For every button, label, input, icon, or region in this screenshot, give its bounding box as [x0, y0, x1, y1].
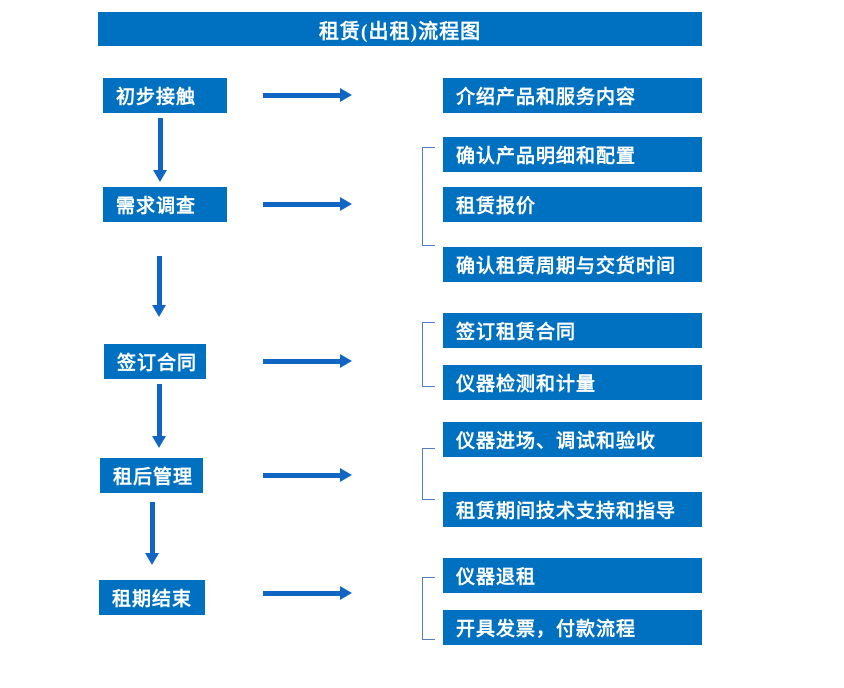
detail-box: 确认租赁周期与交货时间 [443, 247, 702, 282]
detail-box: 租赁期间技术支持和指导 [443, 492, 702, 527]
arrow-down-icon [145, 502, 159, 565]
detail-box: 开具发票，付款流程 [443, 610, 702, 645]
group-bracket [422, 147, 435, 246]
chart-title: 租赁(出租)流程图 [98, 12, 702, 46]
step-rental-end: 租期结束 [99, 580, 205, 615]
detail-box: 租赁报价 [443, 187, 702, 222]
group-bracket [422, 448, 435, 500]
detail-box: 签订租赁合同 [443, 313, 702, 348]
step-demand-survey: 需求调查 [103, 187, 227, 222]
arrow-down-icon [152, 256, 166, 317]
detail-box: 仪器检测和计量 [443, 365, 702, 400]
detail-box: 介绍产品和服务内容 [443, 78, 702, 113]
group-bracket [422, 322, 435, 387]
arrow-right-icon [263, 88, 352, 102]
step-sign-contract: 签订合同 [104, 344, 206, 379]
arrow-right-icon [263, 586, 352, 600]
arrow-right-icon [263, 354, 352, 368]
arrow-down-icon [152, 384, 166, 448]
arrow-right-icon [263, 468, 352, 482]
detail-box: 仪器进场、调试和验收 [443, 422, 702, 457]
group-bracket [422, 577, 435, 640]
arrow-right-icon [263, 197, 352, 211]
step-initial-contact: 初步接触 [103, 78, 227, 113]
step-post-rental-management: 租后管理 [100, 458, 203, 493]
detail-box: 仪器退租 [443, 558, 702, 593]
arrow-down-icon [153, 118, 167, 182]
detail-box: 确认产品明细和配置 [443, 137, 702, 172]
